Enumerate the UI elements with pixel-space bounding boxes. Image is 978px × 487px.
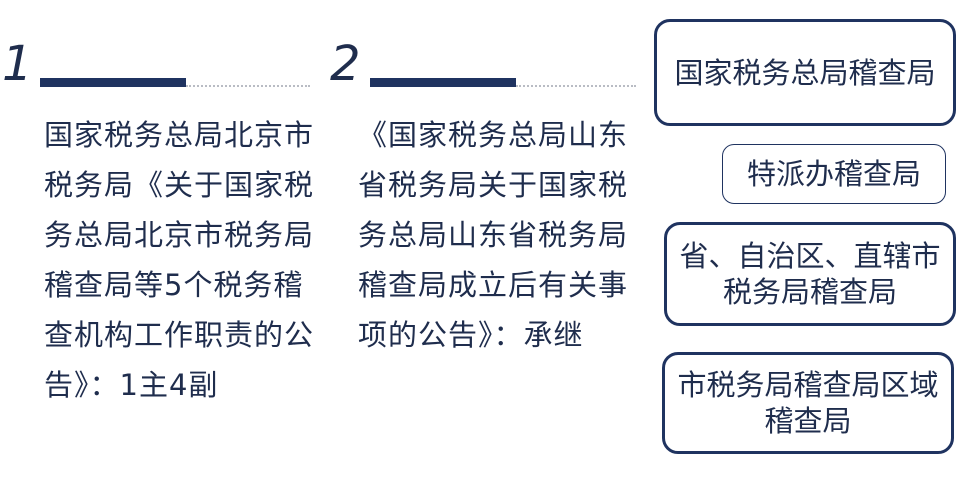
section-2-number: 2 (330, 36, 361, 92)
box-label: 省、自治区、直辖市税务局稽查局 (679, 239, 941, 309)
box-state-tax-inspection-bureau: 国家税务总局稽查局 (654, 19, 956, 126)
box-provincial-inspection-bureau: 省、自治区、直辖市税务局稽查局 (664, 222, 956, 326)
section-2-dotted-rule (516, 85, 636, 87)
box-label: 市税务局稽查局区域稽查局 (677, 368, 939, 438)
box-label: 国家税务总局稽查局 (674, 55, 936, 90)
section-1-text: 国家税务总局北京市税务局《关于国家税务总局北京市税务局稽查局等5个税务稽查机构工… (44, 118, 315, 402)
box-municipal-regional-inspection-bureau: 市税务局稽查局区域稽查局 (662, 352, 954, 454)
box-label: 特派办稽查局 (746, 157, 921, 191)
section-2-text: 《国家税务总局山东省税务局关于国家税务总局山东省税务局稽查局成立后有关事项的公告… (358, 118, 629, 352)
section-1-number: 1 (2, 36, 33, 92)
section-1-accent-bar (40, 78, 186, 87)
box-special-office-inspection-bureau: 特派办稽查局 (722, 144, 946, 204)
section-2-accent-bar (370, 78, 516, 87)
section-1-dotted-rule (186, 85, 310, 87)
